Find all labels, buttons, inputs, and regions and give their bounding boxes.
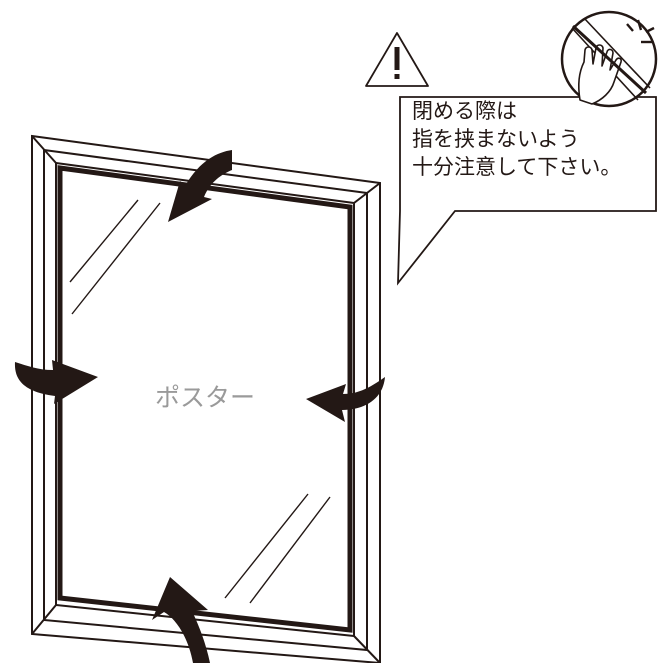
curved-arrow-left xyxy=(14,360,98,404)
curved-arrow-top xyxy=(168,150,232,222)
curved-arrow-bottom xyxy=(152,577,210,663)
warning-line-1: 閉める際は xyxy=(412,99,517,123)
reflection-line xyxy=(224,493,309,599)
reflection-line xyxy=(69,199,139,283)
reflection-line xyxy=(249,496,331,604)
frame-corner-miter xyxy=(353,182,381,204)
reflection-line xyxy=(71,202,161,315)
curved-arrow-right xyxy=(306,377,385,422)
warning-line-2: 指を挟まないよう xyxy=(412,127,580,151)
warning-line-3: 十分注意して下さい。 xyxy=(412,155,621,179)
frame-corner-miter xyxy=(31,135,57,164)
frame-corner-miter xyxy=(31,604,57,635)
glass-reflection xyxy=(69,199,331,604)
poster-window xyxy=(57,165,353,633)
snap-frame xyxy=(31,134,381,663)
warning-speech-bubble xyxy=(397,96,657,286)
no-finger-pinch-icon xyxy=(560,10,658,108)
frame-outer-edge xyxy=(31,134,381,663)
caution-triangle-icon xyxy=(365,32,429,87)
warning-text-block: 閉める際は 指を挟まないよう 十分注意して下さい。 xyxy=(412,99,621,179)
poster-label: ポスター xyxy=(155,383,255,412)
frame-corner-miter xyxy=(353,635,381,663)
